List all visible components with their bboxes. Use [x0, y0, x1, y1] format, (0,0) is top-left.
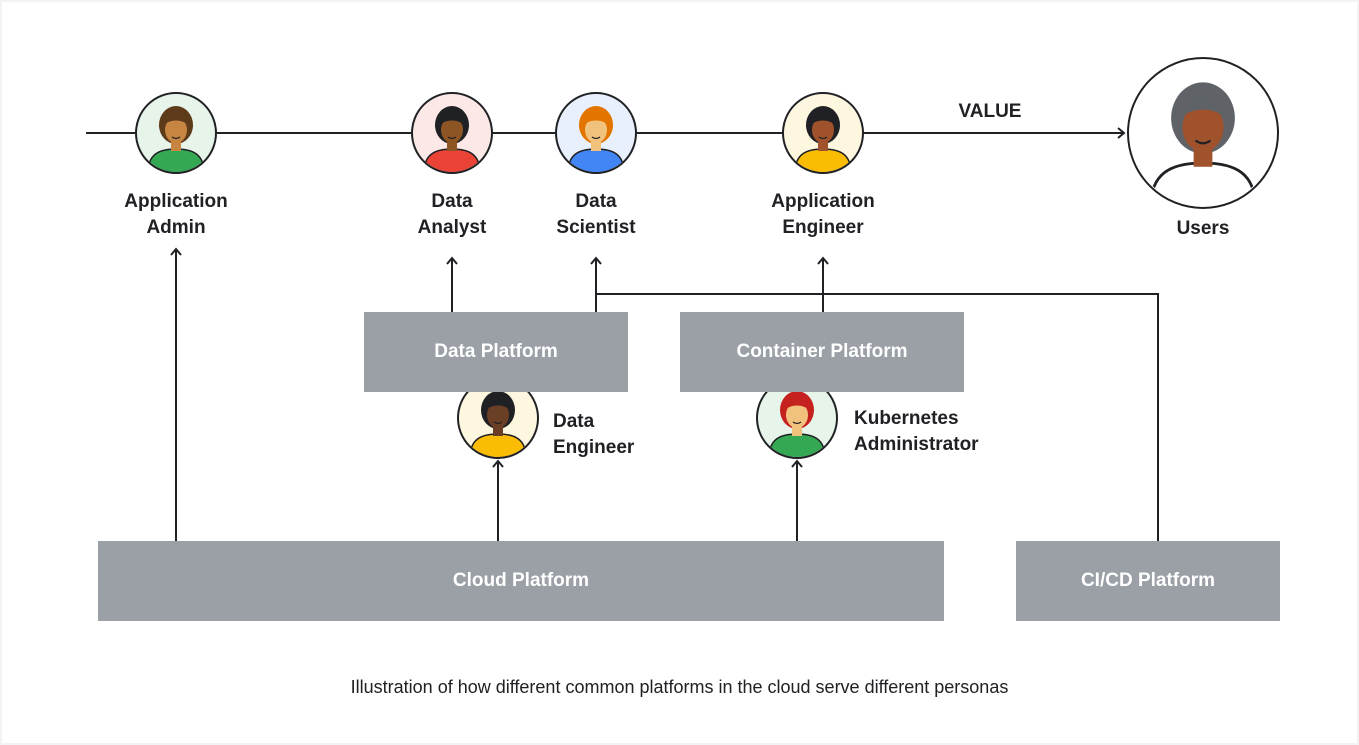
cicd-platform-box: CI/CD Platform	[1016, 541, 1280, 621]
persona-label-application-admin: Application Admin	[124, 191, 228, 238]
data-analyst-avatar	[411, 92, 493, 174]
application-engineer-avatar	[782, 92, 864, 174]
persona-label-kubernetes-administrator: Kubernetes Administrator	[854, 408, 979, 455]
application-admin-avatar	[135, 92, 217, 174]
data-engineer-avatar	[457, 377, 539, 459]
cicd-platform-label: CI/CD Platform	[1080, 570, 1216, 591]
persona-label-application-engineer: Application Engineer	[771, 191, 875, 238]
persona-label-data-scientist: Data Scientist	[556, 191, 636, 238]
persona-label-data-engineer: Data Engineer	[553, 411, 635, 458]
avatar-layer	[135, 57, 1279, 459]
value-label: VALUE	[958, 101, 1022, 122]
container-platform-box: Container Platform	[680, 312, 964, 392]
data-scientist-avatar	[555, 92, 637, 174]
container-platform-label: Container Platform	[736, 341, 908, 362]
data-platform-box: Data Platform	[364, 312, 628, 392]
cicd-connector	[596, 293, 1159, 541]
data-platform-label: Data Platform	[434, 341, 558, 362]
cloud-platform-label: Cloud Platform	[452, 570, 590, 591]
persona-label-data-analyst: Data Analyst	[417, 191, 487, 238]
persona-label-users: Users	[1176, 218, 1230, 239]
kubernetes-administrator-avatar	[756, 377, 838, 459]
users-avatar	[1127, 57, 1279, 209]
figure-caption: Illustration of how different common pla…	[350, 677, 1009, 697]
cloud-platform-box: Cloud Platform	[98, 541, 944, 621]
